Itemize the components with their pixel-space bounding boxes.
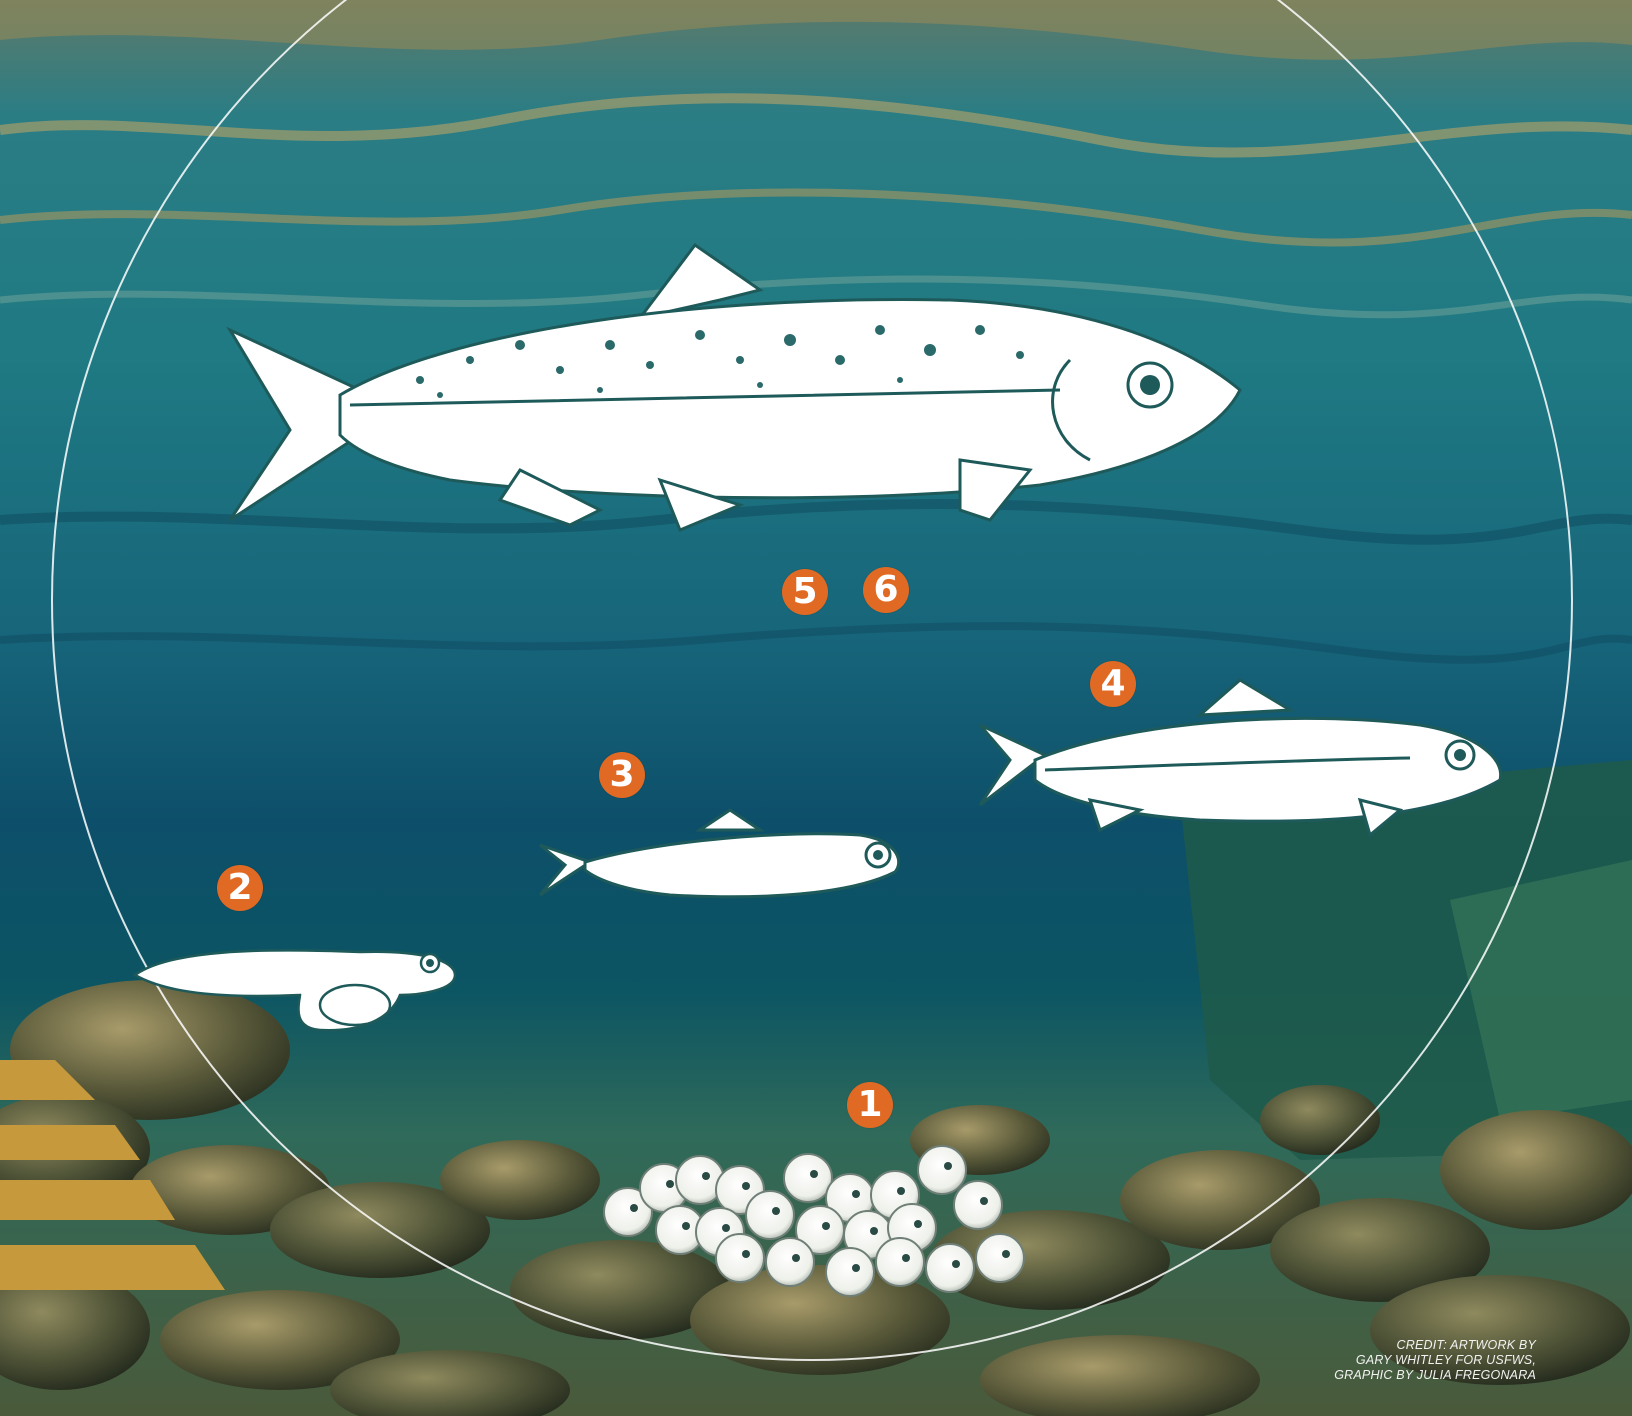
stage-badge-1: 1 xyxy=(847,1082,893,1128)
credit-line-1: CREDIT: ARTWORK BY xyxy=(1176,1338,1536,1353)
credit-line-2: GARY WHITLEY FOR USFWS, xyxy=(1176,1353,1536,1368)
stage-badge-4: 4 xyxy=(1090,661,1136,707)
credit-line-3: GRAPHIC BY JULIA FREGONARA xyxy=(1176,1368,1536,1383)
stage-badge-2: 2 xyxy=(217,865,263,911)
stage-badge-6: 6 xyxy=(863,567,909,613)
stage-badge-3: 3 xyxy=(599,752,645,798)
credit-text: CREDIT: ARTWORK BY GARY WHITLEY FOR USFW… xyxy=(1176,1338,1536,1383)
stage-badge-5: 5 xyxy=(782,569,828,615)
